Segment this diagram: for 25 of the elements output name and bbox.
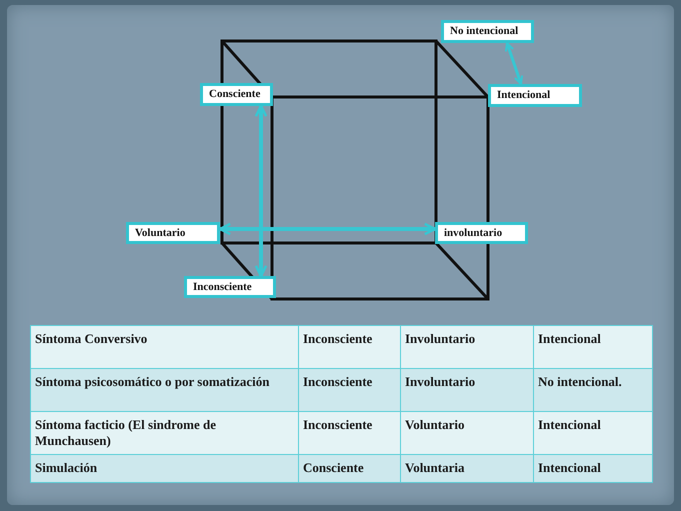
- axis-label: Inconsciente: [184, 276, 276, 298]
- double-arrow: [218, 222, 436, 236]
- axis-label: Intencional: [488, 84, 582, 107]
- table-cell: Síntoma Conversivo: [30, 326, 298, 368]
- table-cell: Inconsciente: [298, 326, 400, 368]
- axis-label: No intencional: [441, 20, 534, 43]
- table-cell: Simulación: [30, 454, 298, 482]
- table-cell: Inconsciente: [298, 368, 400, 412]
- table-cell: Síntoma psicosomático o por somatización: [30, 368, 298, 412]
- table-cell: Síntoma facticio (El sindrome de Munchausen): [30, 412, 298, 454]
- table-cell: Intencional: [534, 412, 652, 454]
- double-arrow: [504, 42, 524, 85]
- axis-label: Voluntario: [126, 222, 220, 244]
- table-cell: Intencional: [534, 326, 652, 368]
- table-cell: No intencional.: [534, 368, 652, 412]
- table-cell: Voluntaria: [400, 454, 534, 482]
- axis-label: involuntario: [435, 222, 528, 244]
- table-cell: Involuntario: [400, 326, 534, 368]
- double-arrow: [254, 104, 268, 278]
- table-cell: Inconsciente: [298, 412, 400, 454]
- table-cell: Involuntario: [400, 368, 534, 412]
- table-cell: Voluntario: [400, 412, 534, 454]
- axis-label: Consciente: [200, 83, 273, 106]
- table-cell: Consciente: [298, 454, 400, 482]
- table-cell: Intencional: [534, 454, 652, 482]
